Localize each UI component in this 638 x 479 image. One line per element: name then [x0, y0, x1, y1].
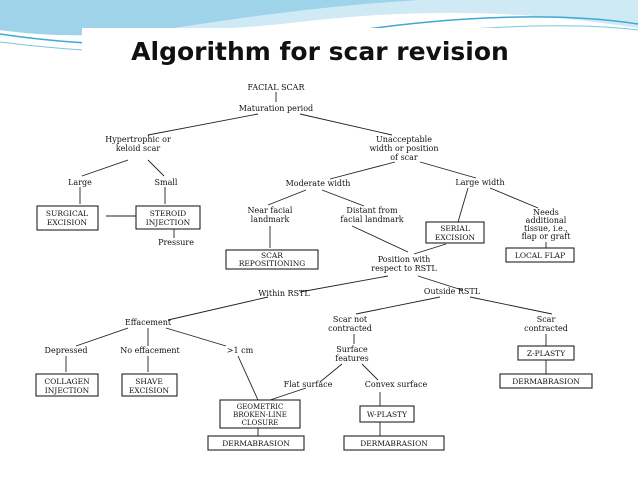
steroid-injection-label-1: STEROID	[150, 209, 186, 218]
z-plasty-box	[517, 345, 575, 361]
steroid-injection-label-2: INJECTION	[146, 218, 191, 227]
geometric-closure-label-2: BROKEN-LINE	[233, 411, 287, 419]
hypertrophic-label-1: Hypertrophic or	[105, 135, 171, 144]
surgical-excision-label-2: EXCISION	[47, 218, 88, 227]
connectors	[65, 92, 553, 436]
root-label: FACIAL SCAR	[248, 83, 306, 92]
large-width-label: Large width	[455, 178, 504, 187]
distant-facial-label-2: facial landmark	[340, 215, 403, 224]
collagen-injection-label-2: INJECTION	[45, 386, 90, 395]
geometric-closure-label-3: CLOSURE	[242, 419, 279, 427]
moderate-width-label: Moderate width	[286, 179, 351, 188]
flat-surface-label: Flat surface	[284, 380, 333, 389]
near-facial-label-2: landmark	[251, 215, 290, 224]
unacceptable-label-2: width or position	[370, 144, 439, 153]
scar-not-contracted-label-2: contracted	[328, 324, 372, 333]
local-flap-box	[505, 247, 575, 263]
small-label: Small	[155, 178, 178, 187]
surgical-excision-box	[36, 205, 99, 231]
shave-excision-box	[121, 373, 178, 397]
slide-banner	[0, 0, 638, 54]
dermabrasion-right-label: DERMABRASION	[512, 377, 580, 386]
serial-excision-label-1: SERIAL	[440, 224, 470, 233]
dermabrasion-left-label: DERMABRASION	[222, 439, 290, 448]
dermabrasion-mid-box	[343, 435, 445, 451]
pressure-label: Pressure	[158, 238, 194, 247]
node-labels: FACIAL SCAR Maturation period Hypertroph…	[44, 83, 580, 448]
w-plasty-box	[359, 405, 415, 423]
dermabrasion-right-box	[499, 373, 593, 389]
shave-excision-label-1: SHAVE	[135, 377, 163, 386]
unacceptable-label-1: Unacceptable	[376, 135, 432, 144]
serial-excision-label-2: EXCISION	[435, 233, 476, 242]
large-label: Large	[68, 178, 92, 187]
depressed-label: Depressed	[45, 346, 88, 355]
surface-features-label-1: Surface	[336, 345, 368, 354]
needs-tissue-label-1: Needs	[533, 208, 559, 217]
within-rstl-label: Within RSTL	[258, 289, 310, 298]
shave-excision-label-2: EXCISION	[129, 386, 170, 395]
steroid-injection-box	[135, 205, 201, 230]
z-plasty-label: Z-PLASTY	[527, 349, 566, 358]
scar-repositioning-label-2: REPOSITIONING	[239, 259, 306, 268]
dermabrasion-left-box	[207, 435, 305, 451]
scar-not-contracted-label-1: Scar not	[333, 315, 368, 324]
geometric-closure-label-1: GEOMETRIC	[237, 403, 284, 411]
unacceptable-label-3: of scar	[390, 153, 418, 162]
needs-tissue-label-3: tissue, i.e.,	[524, 224, 568, 233]
collagen-injection-box	[35, 373, 99, 397]
scar-repositioning-box	[225, 249, 319, 270]
banner-wave-mid	[0, 0, 420, 36]
position-rstl-label-1: Position with	[378, 255, 431, 264]
collagen-injection-label-1: COLLAGEN	[44, 377, 90, 386]
surgical-excision-label-1: SURGICAL	[46, 209, 88, 218]
w-plasty-label: W-PLASTY	[367, 410, 408, 419]
serial-excision-box	[425, 221, 485, 244]
hypertrophic-label-2: keloid scar	[116, 144, 161, 153]
effacement-label: Effacement	[125, 318, 172, 327]
local-flap-label: LOCAL FLAP	[515, 251, 565, 260]
needs-tissue-label-2: additional	[526, 216, 567, 225]
geometric-closure-box	[219, 399, 301, 429]
maturation-label: Maturation period	[239, 104, 313, 113]
scar-contracted-label-2: contracted	[524, 324, 568, 333]
scar-repositioning-label-1: SCAR	[261, 251, 283, 260]
no-effacement-label: No effacement	[120, 346, 180, 355]
slide-title: Algorithm for scar revision	[131, 37, 509, 66]
outside-rstl-label: Outside RSTL	[424, 287, 481, 296]
near-facial-label-1: Near facial	[248, 206, 293, 215]
title-box	[82, 28, 556, 74]
surface-features-label-2: features	[335, 354, 369, 363]
position-rstl-label-2: respect to RSTL	[371, 264, 437, 273]
gt-1cm-label: >1 cm	[227, 346, 254, 355]
dermabrasion-mid-label: DERMABRASION	[360, 439, 428, 448]
box-frames	[35, 205, 593, 451]
convex-surface-label: Convex surface	[365, 380, 428, 389]
needs-tissue-label-4: flap or graft	[522, 232, 572, 241]
scar-contracted-label-1: Scar	[537, 315, 556, 324]
distant-facial-label-1: Distant from	[346, 206, 398, 215]
